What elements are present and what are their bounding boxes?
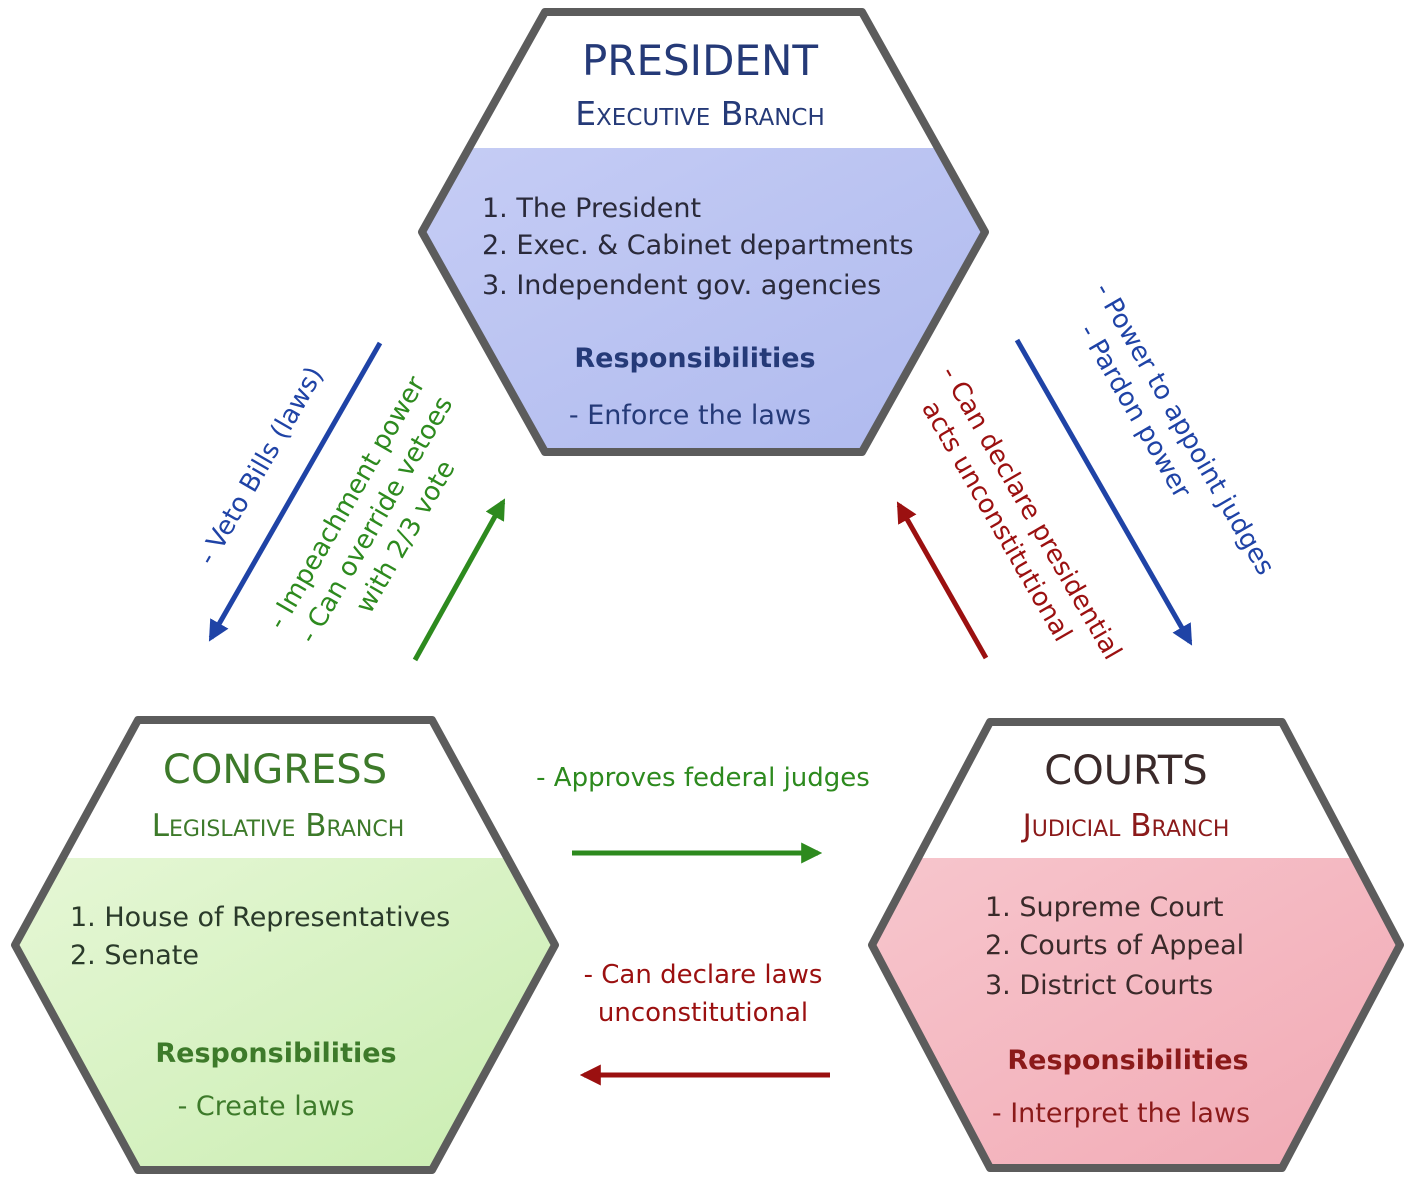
courts-hexagon: COURTS Judicial Branch 1. Supreme Court … xyxy=(868,718,1404,1172)
congress-hexagon: CONGRESS Legislative Branch 1. House of … xyxy=(11,716,559,1174)
president-item-1: 1. The President xyxy=(482,193,701,224)
president-responsibility: - Enforce the laws xyxy=(569,400,811,431)
congress-item-2: 2. Senate xyxy=(70,940,199,971)
congress-responsibility: - Create laws xyxy=(178,1091,355,1122)
appoint-judges-arrow xyxy=(1014,338,1193,646)
impeachment-arrow xyxy=(412,498,506,662)
declare-presidential-arrow xyxy=(896,501,989,660)
courts-item-1: 1. Supreme Court xyxy=(985,892,1224,923)
congress-responsibilities-heading: Responsibilities xyxy=(155,1038,396,1069)
president-hexagon: PRESIDENT Executive Branch 1. The Presid… xyxy=(418,8,989,456)
president-title: PRESIDENT xyxy=(582,36,818,85)
congress-title: CONGRESS xyxy=(163,747,387,793)
unconstitutional-label: unconstitutional xyxy=(598,998,808,1028)
courts-item-2: 2. Courts of Appeal xyxy=(985,930,1244,961)
president-item-2: 2. Exec. & Cabinet departments xyxy=(482,230,914,261)
president-subtitle: Executive Branch xyxy=(575,94,825,133)
courts-responsibilities-heading: Responsibilities xyxy=(1007,1045,1248,1076)
declare-laws-label: - Can declare laws xyxy=(584,960,823,990)
appoint-judges-label: - Power to appoint judges xyxy=(1088,278,1280,581)
congress-subtitle: Legislative Branch xyxy=(152,808,405,844)
courts-item-3: 3. District Courts xyxy=(985,970,1213,1001)
veto-arrow xyxy=(208,341,383,642)
courts-responsibility: - Interpret the laws xyxy=(992,1098,1250,1129)
approves-judges-label: - Approves federal judges xyxy=(536,763,870,793)
president-item-3: 3. Independent gov. agencies xyxy=(482,270,881,301)
congress-item-1: 1. House of Representatives xyxy=(70,902,450,933)
courts-subtitle: Judicial Branch xyxy=(1021,808,1230,844)
courts-title: COURTS xyxy=(1044,748,1207,794)
president-responsibilities-heading: Responsibilities xyxy=(574,343,815,374)
